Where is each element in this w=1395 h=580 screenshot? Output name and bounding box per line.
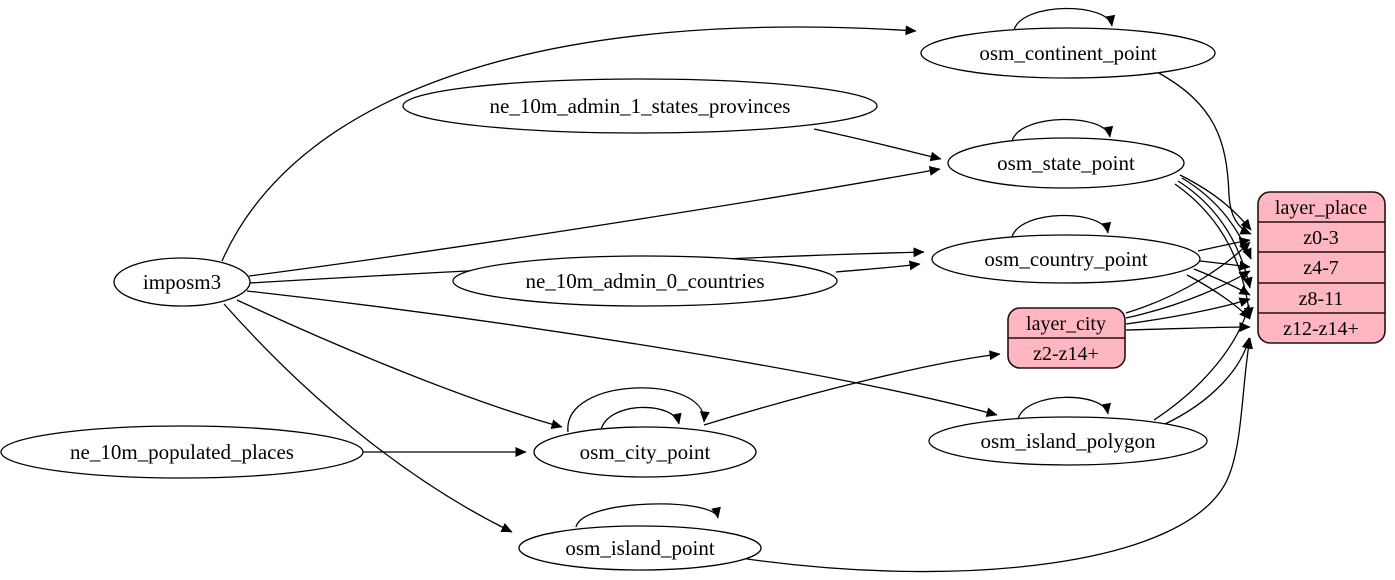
selfloop-osm_city_point-outer bbox=[567, 387, 710, 433]
edge-osm_city_point-layer_city-z2-z14 bbox=[703, 350, 1001, 426]
record-layer_place-row-z4-7: z4-7 bbox=[1303, 257, 1339, 279]
node-imposm3-label: imposm3 bbox=[143, 270, 221, 294]
edge-osm_country_point-layer_place-z0-3 bbox=[1197, 237, 1251, 252]
node-osm_island_point-shape bbox=[518, 525, 762, 571]
node-osm_city_point: osm_city_point bbox=[533, 426, 757, 478]
edge-layer_city-layer_place-z4-7 bbox=[1125, 270, 1251, 319]
record-layer_place-row-z0-3: z0-3 bbox=[1303, 227, 1339, 249]
edge-imposm3-osm_state_point bbox=[248, 165, 941, 277]
node-ne_10m_populated_places-label: ne_10m_populated_places bbox=[70, 440, 294, 464]
node-osm_island_polygon-shape bbox=[928, 416, 1208, 466]
edge-imposm3-osm_continent_point bbox=[221, 25, 917, 262]
node-osm_state_point-label: osm_state_point bbox=[997, 151, 1135, 175]
edge-osm_island_point-layer_place-z12-z14 bbox=[739, 337, 1253, 573]
node-osm_island_polygon: osm_island_polygon bbox=[928, 416, 1208, 466]
record-layer_place-box bbox=[1257, 191, 1386, 344]
record-layer_place-title: layer_place bbox=[1275, 197, 1367, 219]
node-ne_10m_admin_0_countries-shape bbox=[452, 255, 838, 307]
edge-imposm3-osm_island_point bbox=[223, 303, 513, 533]
node-osm_island_polygon-label: osm_island_polygon bbox=[980, 429, 1156, 453]
node-osm_country_point-label: osm_country_point bbox=[984, 247, 1147, 271]
edge-osm_continent_point-layer_place-z0-3 bbox=[1156, 71, 1252, 235]
node-imposm3: imposm3 bbox=[113, 257, 251, 307]
edge-ne_10m_admin_1_states_provinces-osm_state_point bbox=[813, 128, 942, 162]
selfloop-osm_island_point bbox=[575, 503, 721, 528]
selfloop-osm_country_point bbox=[1011, 214, 1112, 238]
node-ne_10m_admin_1_states_provinces-shape bbox=[402, 78, 878, 134]
node-ne_10m_admin_1_states_provinces-label: ne_10m_admin_1_states_provinces bbox=[490, 94, 791, 118]
node-osm_island_point-label: osm_island_point bbox=[565, 536, 715, 560]
record-layer_city-row-z2-z14: z2-z14+ bbox=[1033, 343, 1099, 365]
node-ne_10m_admin_1_states_provinces: ne_10m_admin_1_states_provinces bbox=[402, 78, 878, 134]
selfloop-osm_island_polygon bbox=[1017, 396, 1112, 420]
edge-ne_10m_admin_0_countries-osm_country_point bbox=[835, 260, 921, 273]
record-layer_city-title: layer_city bbox=[1026, 313, 1106, 335]
selfloop-osm_continent_point bbox=[1013, 7, 1116, 31]
node-ne_10m_populated_places: ne_10m_populated_places bbox=[0, 425, 364, 479]
edge-layer_city-layer_place-z8-11 bbox=[1125, 297, 1251, 325]
edge-osm_country_point-layer_place-z8-11 bbox=[1193, 268, 1251, 296]
node-osm_country_point-shape bbox=[931, 234, 1201, 284]
node-osm_city_point-label: osm_city_point bbox=[580, 440, 711, 464]
edges bbox=[221, 7, 1254, 573]
selfloop-osm_city_point-inner bbox=[600, 406, 682, 431]
node-osm_state_point-shape bbox=[947, 137, 1185, 189]
node-osm_state_point: osm_state_point bbox=[947, 137, 1185, 189]
edge-osm_island_polygon-layer_place-z8-11 bbox=[1153, 304, 1251, 421]
node-osm_country_point: osm_country_point bbox=[931, 234, 1201, 284]
edge-imposm3-osm_island_polygon bbox=[246, 290, 998, 418]
node-osm_continent_point-label: osm_continent_point bbox=[979, 41, 1156, 65]
edge-layer_city-layer_place-z12-z14 bbox=[1125, 322, 1251, 332]
node-osm_city_point-shape bbox=[533, 426, 757, 478]
node-ne_10m_admin_0_countries-label: ne_10m_admin_0_countries bbox=[525, 269, 764, 293]
node-osm_island_point: osm_island_point bbox=[518, 525, 762, 571]
edge-osm_state_point-layer_place-z0-3 bbox=[1179, 174, 1252, 231]
record-layer_city: layer_city z2-z14+ bbox=[1007, 307, 1126, 369]
record-layer_place-row-z8-11: z8-11 bbox=[1299, 288, 1344, 310]
node-ne_10m_admin_0_countries: ne_10m_admin_0_countries bbox=[452, 255, 838, 307]
record-layer_place-row-z12-z14: z12-z14+ bbox=[1283, 318, 1359, 340]
node-osm_continent_point-shape bbox=[920, 27, 1216, 79]
edge-layer_city-layer_place-z0-3 bbox=[1125, 241, 1251, 314]
record-layer_place: layer_place z0-3 z4-7 z8-11 z12-z14+ bbox=[1257, 191, 1386, 344]
edge-imposm3-osm_city_point bbox=[236, 299, 563, 430]
node-imposm3-shape bbox=[113, 257, 251, 307]
edge-osm_island_polygon-layer_place-z12-z14 bbox=[1162, 337, 1252, 426]
node-ne_10m_populated_places-shape bbox=[0, 425, 364, 479]
edge-osm_country_point-layer_place-z4-7 bbox=[1199, 260, 1251, 271]
selfloop-osm_state_point bbox=[1011, 118, 1114, 142]
node-osm_continent_point: osm_continent_point bbox=[920, 27, 1216, 79]
